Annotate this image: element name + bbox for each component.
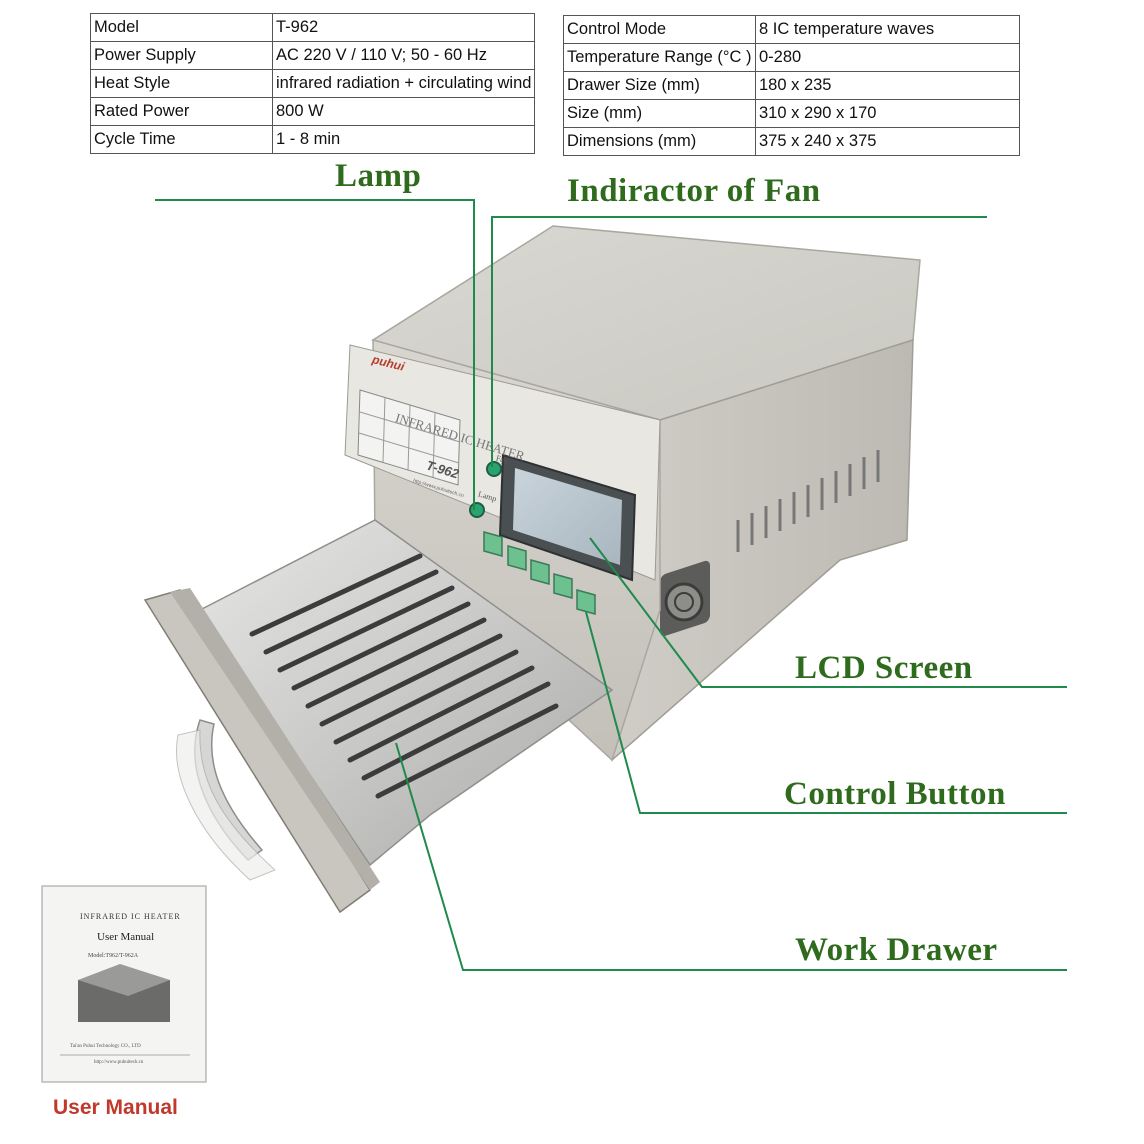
spec-value: 375 x 240 x 375: [755, 127, 1020, 156]
control-buttons: [483, 531, 596, 615]
callout-lamp: Lamp: [335, 158, 422, 194]
manual-company: Tai'an Puhui Technology CO., LTD: [70, 1044, 141, 1049]
table-row: Drawer Size (mm)180 x 235: [563, 71, 1020, 100]
callout-lcd-screen: LCD Screen: [795, 650, 973, 686]
spec-key: Drawer Size (mm): [563, 71, 756, 100]
drawer-slots: [249, 553, 559, 799]
lamp-indicator-light: [469, 502, 485, 518]
work-drawer-leader-line: [395, 742, 1067, 971]
drawer-tray: [198, 519, 614, 867]
spec-key: Dimensions (mm): [563, 127, 756, 156]
fan-grille: [660, 560, 710, 636]
lamp-leader-line: [155, 199, 475, 510]
manual-title: INFRARED IC HEATER: [80, 912, 181, 921]
control-button-leader-line: [585, 611, 1067, 814]
lcd-leader-line: [589, 537, 1067, 688]
spec-key: Temperature Range (°C ): [563, 43, 756, 72]
spec-value: T-962: [271, 13, 536, 42]
table-row: Temperature Range (°C )0-280: [563, 43, 1020, 72]
spec-value: 180 x 235: [755, 71, 1020, 100]
lcd-screen: [513, 468, 622, 565]
manual-url: http://www.puhuitech.cn: [94, 1060, 144, 1065]
spec-value: 8 IC temperature waves: [755, 15, 1020, 44]
table-row: Size (mm)310 x 290 x 170: [563, 99, 1020, 128]
leader-lines: [155, 199, 1067, 971]
spec-key: Model: [90, 13, 273, 42]
spec-value: 1 - 8 min: [271, 125, 536, 154]
manual-subtitle: User Manual: [97, 931, 155, 943]
spec-key: Cycle Time: [90, 125, 273, 154]
side-vents: [736, 450, 880, 552]
spec-key: Power Supply: [90, 41, 273, 70]
spec-value: 800 W: [271, 97, 536, 126]
user-manual-booklet: [41, 885, 207, 1083]
fan-indicator-light: [486, 461, 502, 477]
spec-value: 0-280: [755, 43, 1020, 72]
manual-model: Model:T962/T-962A: [88, 953, 139, 959]
callout-work-drawer: Work Drawer: [795, 932, 998, 968]
spec-key: Rated Power: [90, 97, 273, 126]
table-row: Dimensions (mm)375 x 240 x 375: [563, 127, 1020, 156]
callout-fan-indicator: Indiractor of Fan: [567, 173, 821, 209]
spec-value: AC 220 V / 110 V; 50 - 60 Hz: [271, 41, 536, 70]
spec-value: infrared radiation + circulating wind: [271, 69, 536, 98]
spec-key: Heat Style: [90, 69, 273, 98]
spec-value: 310 x 290 x 170: [755, 99, 1020, 128]
spec-key: Size (mm): [563, 99, 756, 128]
manual-caption: User Manual: [53, 1096, 178, 1119]
spec-key: Control Mode: [563, 15, 756, 44]
callout-control-button: Control Button: [784, 776, 1006, 812]
fan-leader-line: [491, 216, 987, 467]
